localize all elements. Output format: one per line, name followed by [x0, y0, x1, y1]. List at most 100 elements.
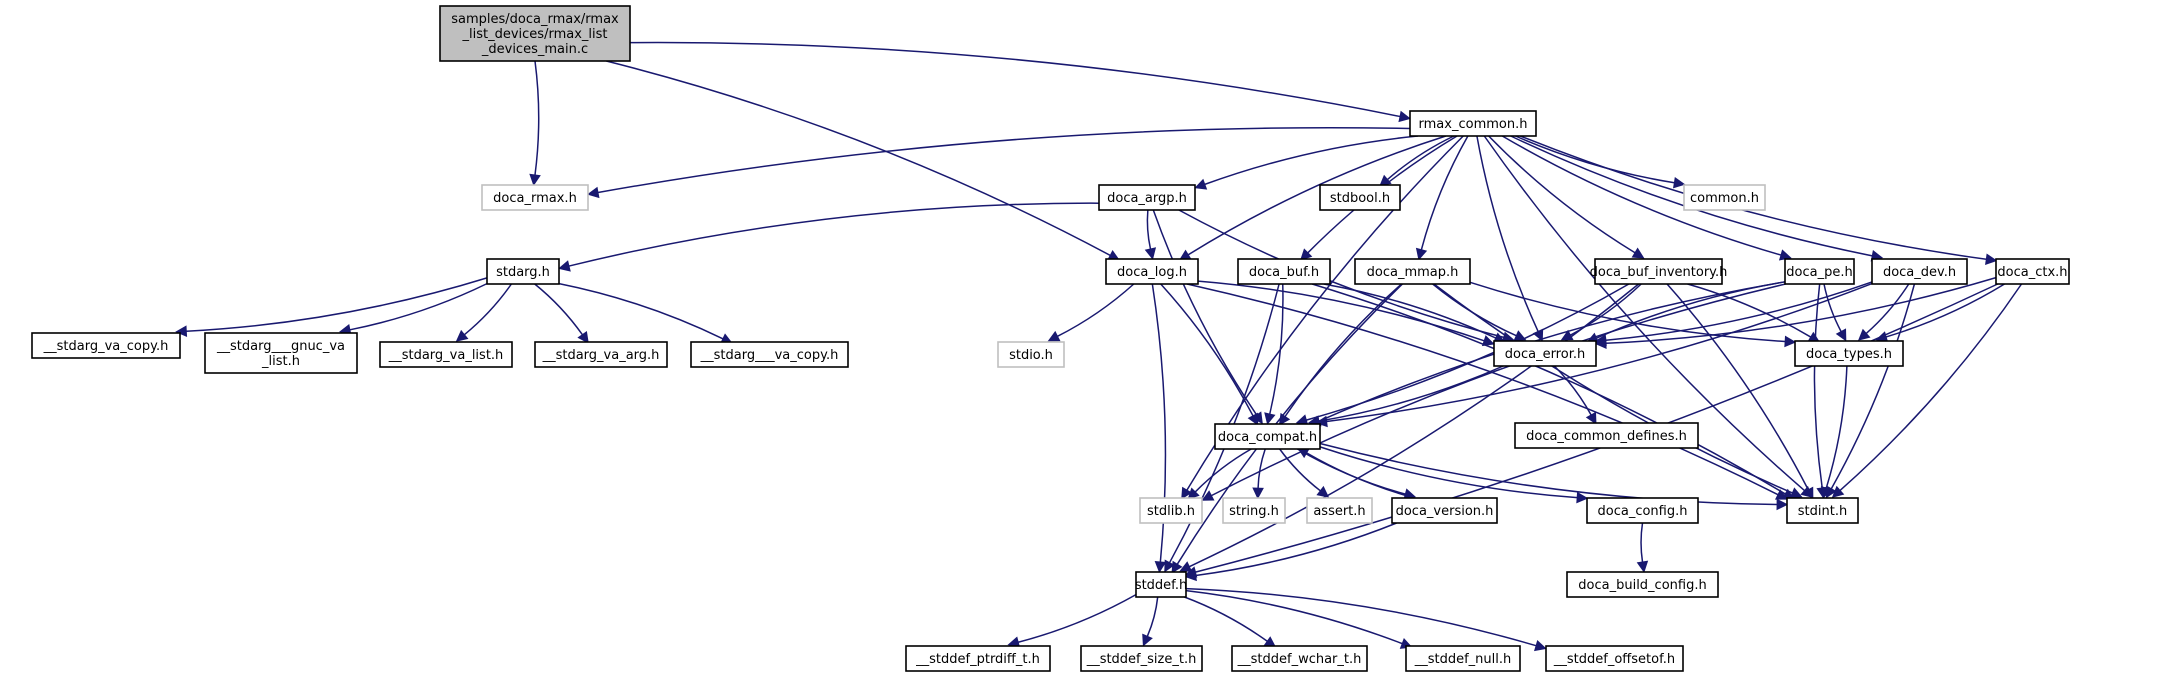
node-box [1409, 110, 1537, 137]
node-doca-types[interactable]: doca_types.h [1794, 340, 1904, 367]
arrowhead-icon [1585, 411, 1597, 425]
edge-line [1318, 365, 1504, 422]
edge-line [1386, 135, 1455, 181]
edge-line [1605, 276, 1997, 345]
node-doca-ctx[interactable]: doca_ctx.h [1995, 258, 2070, 285]
node-box [690, 341, 849, 368]
node-common[interactable]: common.h [1683, 184, 1766, 211]
node-doca-argp[interactable]: doca_argp.h [1098, 184, 1196, 211]
arrowhead-icon [1636, 560, 1649, 573]
node-stdarg-gnuc-va-list[interactable]: __stdarg___gnuc_va_list.h [204, 332, 358, 374]
arrowhead-icon [1534, 639, 1547, 652]
arrowhead-icon [1300, 248, 1313, 261]
node-stdarg-va-list[interactable]: __stdarg_va_list.h [379, 341, 513, 368]
arrowhead-icon [1831, 485, 1845, 498]
node-stddef-null[interactable]: __stddef_null.h [1405, 645, 1521, 672]
nodes-layer: samples/doca_rmax/rmax_list_devices/rmax… [31, 5, 2070, 672]
edge-line [629, 41, 1401, 118]
node-doca-log[interactable]: doca_log.h [1105, 258, 1199, 285]
node-label: doca_log.h [1117, 265, 1187, 280]
edge-doca-log-to-stddef [1151, 283, 1167, 574]
node-box [204, 332, 358, 374]
arrowhead-icon [1181, 486, 1193, 500]
node-doca-dev[interactable]: doca_dev.h [1871, 258, 1968, 285]
node-doca-build-config[interactable]: doca_build_config.h [1566, 571, 1719, 598]
node-doca-compat[interactable]: doca_compat.h [1214, 423, 1321, 450]
node-box [486, 258, 560, 285]
edge-doca-config-to-doca-build-config [1636, 522, 1649, 573]
arrowhead-icon [577, 330, 589, 344]
node-stddef-size-t[interactable]: __stddef_size_t.h [1080, 645, 1203, 672]
node-box [1391, 497, 1498, 524]
node-stddef-ptrdiff-t[interactable]: __stddef_ptrdiff_t.h [905, 645, 1051, 672]
arrowhead-icon [1315, 415, 1328, 428]
arrowhead-icon [1776, 498, 1789, 511]
arrowhead-icon [1201, 490, 1215, 501]
edge-doca-mmap-to-doca-types [1469, 281, 1797, 348]
edge-doca-buf-inventory-to-stddef [1179, 283, 1640, 572]
node-doca-mmap[interactable]: doca_mmap.h [1354, 258, 1471, 285]
arrowhead-icon [1264, 412, 1276, 425]
node-label: string.h [1229, 504, 1279, 519]
edge-rmax-common-to-doca-error [1476, 135, 1544, 342]
node-doca-buf-inventory[interactable]: doca_buf_inventory.h [1590, 258, 1728, 285]
edge-rmax-common-to-doca-mmap [1415, 135, 1469, 261]
node-stdarg-va-copy[interactable]: __stdarg_va_copy.h [31, 332, 181, 359]
node-box [1306, 497, 1373, 524]
node-doca-error[interactable]: doca_error.h [1493, 340, 1597, 367]
edge-line [1640, 522, 1644, 563]
node-label: stdbool.h [1330, 191, 1390, 206]
node-label: doca_common_defines.h [1526, 429, 1687, 444]
node-label: doca_buf.h [1249, 265, 1319, 280]
node-stdlib[interactable]: stdlib.h [1139, 497, 1203, 524]
node-string[interactable]: string.h [1222, 497, 1286, 524]
node-box [439, 5, 631, 62]
node-stdbool[interactable]: stdbool.h [1319, 184, 1401, 211]
node-stddef-offsetof[interactable]: __stddef_offsetof.h [1545, 645, 1684, 672]
node-label: stdint.h [1798, 504, 1847, 519]
node-label: samples/doca_rmax/rmax [451, 12, 619, 27]
edge-line [186, 277, 488, 333]
node-doca-rmax[interactable]: doca_rmax.h [481, 184, 589, 211]
arrowhead-icon [1278, 412, 1291, 426]
node-box [1139, 497, 1203, 524]
edge-line [1306, 452, 1415, 499]
node-doca-common-defines[interactable]: doca_common_defines.h [1514, 422, 1699, 449]
node-stdarg[interactable]: stdarg.h [486, 258, 560, 285]
edge-root-to-doca-log [606, 60, 1121, 261]
edge-doca-buf-inventory-to-stdint [1666, 283, 1814, 500]
node-stdarg---va-copy[interactable]: __stdarg___va_copy.h [690, 341, 849, 368]
node-doca-version[interactable]: doca_version.h [1391, 497, 1498, 524]
edge-doca-pe-to-stdlib [1201, 283, 1786, 501]
node-box [534, 341, 668, 368]
edge-doca-dev-to-doca-compat [1315, 282, 1873, 428]
arrowhead-icon [1857, 328, 1871, 341]
edge-line [1257, 448, 1266, 489]
node-label: _list_devices/rmax_list [462, 27, 608, 42]
node-assert[interactable]: assert.h [1306, 497, 1373, 524]
node-doca-config[interactable]: doca_config.h [1586, 497, 1699, 524]
edge-root-to-doca-rmax [529, 60, 541, 187]
node-doca-buf[interactable]: doca_buf.h [1237, 258, 1331, 285]
arrowhead-icon [1164, 559, 1175, 573]
arrowhead-icon [1316, 485, 1330, 498]
node-box [1319, 184, 1401, 211]
edge-doca-pe-to-stdint [1813, 283, 1828, 500]
node-root[interactable]: samples/doca_rmax/rmax_list_devices/rmax… [439, 5, 631, 62]
node-stddef[interactable]: stddef.h [1135, 571, 1187, 598]
edge-line [1476, 135, 1539, 332]
node-stddef-wchar-t[interactable]: __stddef_wchar_t.h [1231, 645, 1368, 672]
arrowhead-icon [1415, 247, 1428, 261]
edge-doca-mmap-to-doca-compat [1278, 283, 1403, 426]
node-box [1237, 258, 1331, 285]
node-stdint[interactable]: stdint.h [1786, 497, 1859, 524]
node-stdio[interactable]: stdio.h [997, 341, 1065, 368]
edge-doca-log-to-stdint [1186, 283, 1788, 500]
node-stdarg-va-arg[interactable]: __stdarg_va_arg.h [534, 341, 668, 368]
node-doca-pe[interactable]: doca_pe.h [1784, 258, 1855, 285]
node-box [1683, 184, 1766, 211]
arrowhead-icon [1576, 491, 1589, 504]
node-label: doca_pe.h [1786, 265, 1852, 280]
node-label: rmax_common.h [1419, 117, 1528, 132]
node-rmax-common[interactable]: rmax_common.h [1409, 110, 1537, 137]
